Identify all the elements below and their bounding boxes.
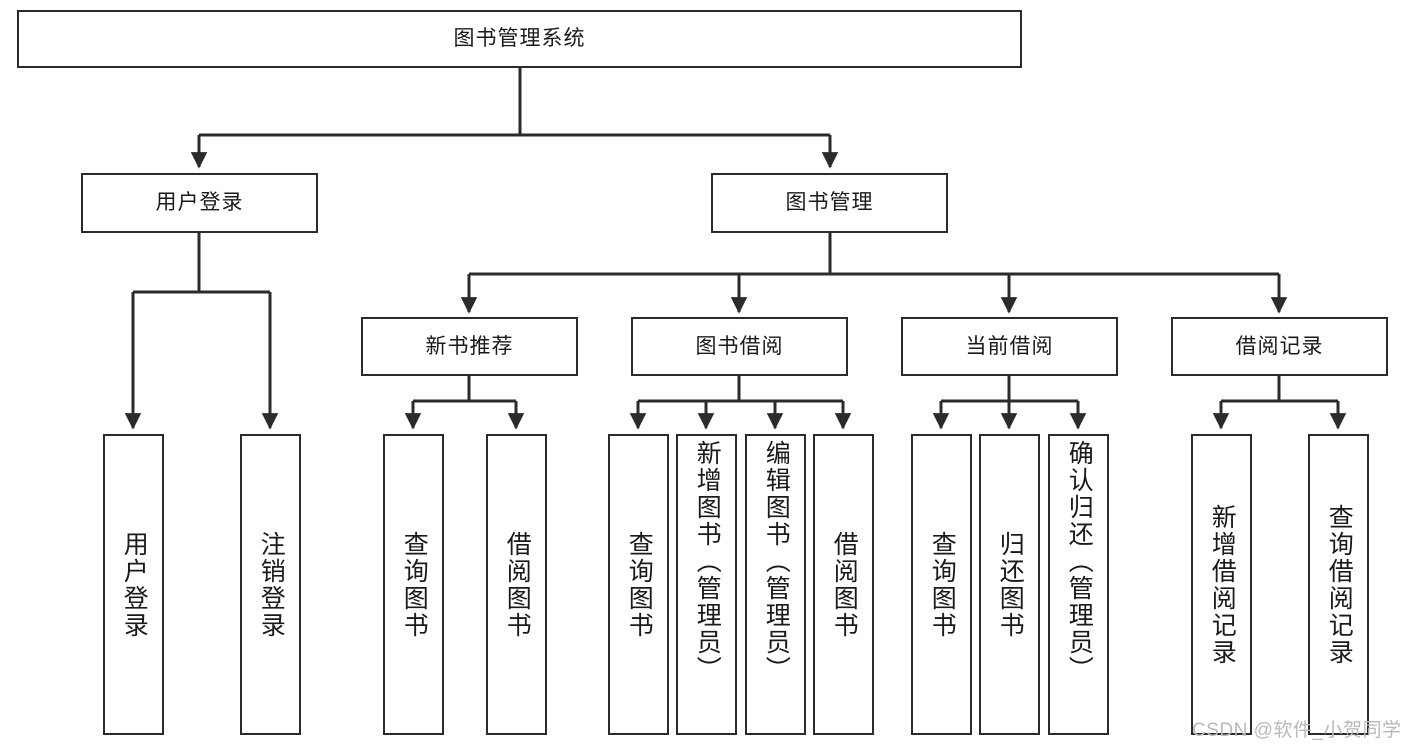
leaf-borrow-book-1-label: 借阅图书 <box>503 530 532 639</box>
node-book-manage-label: 图书管理 <box>785 191 874 215</box>
leaf-query-book-1-label: 查询图书 <box>400 530 429 639</box>
node-root[interactable]: 图书管理系统 <box>17 10 1022 68</box>
node-book-borrow-label: 图书借阅 <box>695 334 784 358</box>
leaf-add-record[interactable]: 新增借阅记录 <box>1191 434 1252 735</box>
leaf-query-record-label: 查询借阅记录 <box>1325 503 1354 666</box>
node-borrow-record[interactable]: 借阅记录 <box>1171 317 1388 376</box>
leaf-add-record-label: 新增借阅记录 <box>1208 503 1237 666</box>
leaf-query-book-2[interactable]: 查询图书 <box>608 434 669 735</box>
node-borrow-record-label: 借阅记录 <box>1235 334 1324 358</box>
leaf-borrow-book-1[interactable]: 借阅图书 <box>486 434 547 735</box>
leaf-confirm-return[interactable]: 确认归还（管理员） <box>1048 434 1109 735</box>
leaf-user-logout[interactable]: 注销登录 <box>240 434 301 735</box>
leaf-borrow-book-2[interactable]: 借阅图书 <box>813 434 874 735</box>
leaf-add-book-label: 新增图书（管理员） <box>693 440 722 683</box>
leaf-query-book-3-label: 查询图书 <box>928 530 957 639</box>
node-book-manage[interactable]: 图书管理 <box>711 173 948 233</box>
leaf-confirm-return-label: 确认归还（管理员） <box>1065 440 1094 683</box>
leaf-user-logout-label: 注销登录 <box>257 530 286 639</box>
leaf-return-book[interactable]: 归还图书 <box>979 434 1040 735</box>
leaf-edit-book[interactable]: 编辑图书（管理员） <box>745 434 806 735</box>
leaf-query-book-2-label: 查询图书 <box>625 530 654 639</box>
leaf-query-record[interactable]: 查询借阅记录 <box>1308 434 1369 735</box>
leaf-user-login[interactable]: 用户登录 <box>103 434 164 735</box>
node-new-book-recommend[interactable]: 新书推荐 <box>361 317 578 376</box>
leaf-return-book-label: 归还图书 <box>996 530 1025 639</box>
leaf-query-book-3[interactable]: 查询图书 <box>911 434 972 735</box>
node-user-login[interactable]: 用户登录 <box>81 173 318 233</box>
leaf-user-login-label: 用户登录 <box>120 530 149 639</box>
node-root-label: 图书管理系统 <box>453 27 586 51</box>
node-current-borrow-label: 当前借阅 <box>965 334 1054 358</box>
leaf-borrow-book-2-label: 借阅图书 <box>830 530 859 639</box>
leaf-query-book-1[interactable]: 查询图书 <box>383 434 444 735</box>
leaf-add-book[interactable]: 新增图书（管理员） <box>676 434 737 735</box>
leaf-edit-book-label: 编辑图书（管理员） <box>762 440 791 683</box>
node-book-borrow[interactable]: 图书借阅 <box>631 317 848 376</box>
node-current-borrow[interactable]: 当前借阅 <box>901 317 1118 376</box>
node-new-book-recommend-label: 新书推荐 <box>425 334 514 358</box>
node-user-login-label: 用户登录 <box>155 191 244 215</box>
